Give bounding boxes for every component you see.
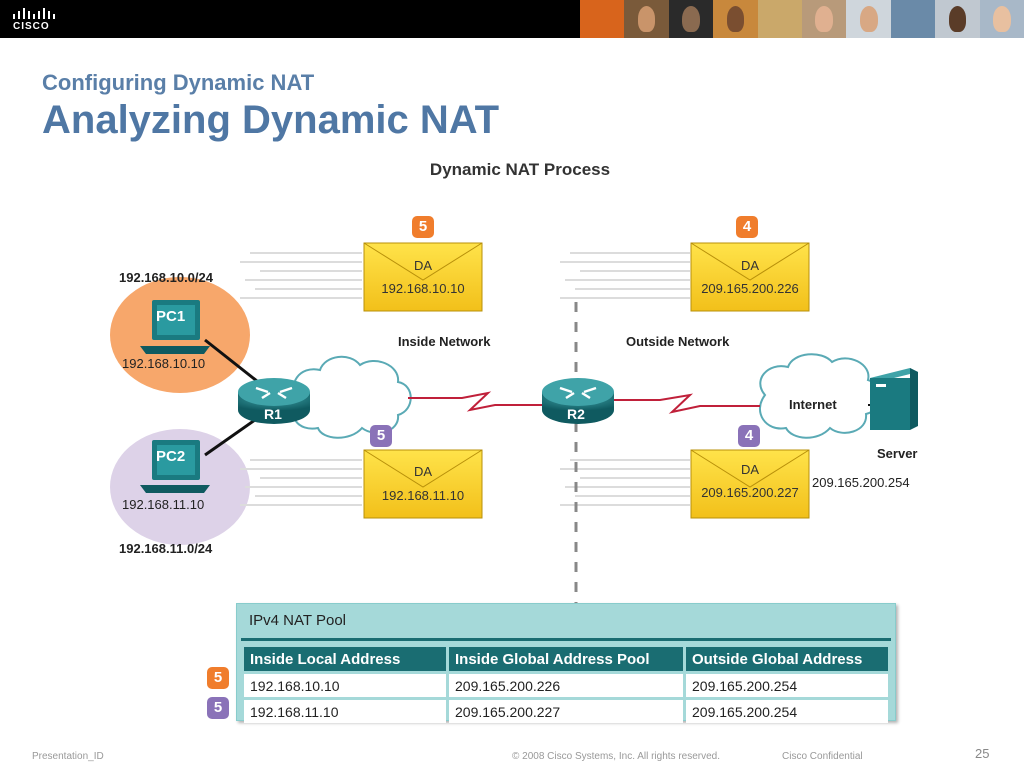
slide-subtitle: Configuring Dynamic NAT (42, 70, 315, 95)
envelope-icon (363, 242, 483, 312)
envelope-address: 192.168.11.10 (381, 488, 465, 503)
banner-photo (580, 0, 625, 38)
nat-pool-divider (241, 638, 891, 641)
pc1-ip: 192.168.10.10 (122, 356, 206, 371)
inside-cloud (292, 355, 412, 439)
column-header: Inside Local Address (244, 647, 446, 671)
outside-network-label: Outside Network (626, 334, 730, 349)
table-row: 192.168.11.10 209.165.200.227 209.165.20… (244, 700, 888, 723)
step-badge: 4 (736, 216, 758, 238)
r2-internet-serial-link (610, 393, 760, 414)
pc1-name: PC1 (156, 308, 186, 325)
server-icon (870, 368, 918, 430)
router-r1-icon (238, 378, 310, 424)
banner-photo (979, 0, 1024, 38)
top-banner: CISCO (0, 0, 1024, 38)
banner-photo (668, 0, 714, 38)
banner-photo (624, 0, 669, 38)
server-label: Server (877, 446, 918, 461)
nat-pool-table: Inside Local Address Inside Global Addre… (241, 644, 891, 726)
table-cell: 209.165.200.227 (449, 700, 683, 723)
internet-label: Internet (789, 397, 837, 412)
banner-photo-strip (580, 0, 1024, 38)
inside-network-label: Inside Network (398, 334, 491, 349)
nat-pool-title: IPv4 NAT Pool (249, 612, 346, 629)
pc2-ip: 192.168.11.10 (122, 497, 205, 512)
pc1-computer-icon (140, 300, 210, 354)
cisco-logo: CISCO (10, 6, 70, 34)
footer-copyright: © 2008 Cisco Systems, Inc. All rights re… (512, 751, 721, 762)
router-r2-icon (542, 378, 614, 424)
step-badge: 5 (412, 216, 434, 238)
pc2-computer-icon (140, 440, 210, 493)
table-cell: 209.165.200.254 (686, 700, 888, 723)
banner-photo (935, 0, 980, 38)
cisco-bars-icon (13, 8, 55, 19)
envelope-icon (690, 242, 810, 312)
envelope-da-label: DA (740, 258, 760, 273)
nat-pool-panel: IPv4 NAT Pool Inside Local Address Insid… (236, 603, 896, 723)
r1-r2-serial-link (408, 391, 545, 412)
footer-confidential: Cisco Confidential (782, 751, 863, 762)
page-number: 25 (975, 746, 990, 761)
banner-photo (846, 0, 891, 38)
step-badge: 5 (207, 697, 229, 719)
envelope-address: 192.168.10.10 (381, 281, 465, 296)
step-badge: 4 (738, 425, 760, 447)
envelope-icon (690, 449, 810, 519)
pc2-name: PC2 (156, 448, 186, 465)
banner-photo (757, 0, 803, 38)
table-cell: 192.168.10.10 (244, 674, 446, 697)
banner-photo (890, 0, 936, 38)
column-header: Inside Global Address Pool (449, 647, 683, 671)
slide-title: Analyzing Dynamic NAT (42, 98, 500, 142)
table-row: 192.168.10.10 209.165.200.226 209.165.20… (244, 674, 888, 697)
server-ip: 209.165.200.254 (812, 475, 910, 490)
footer-presentation-id: Presentation_ID (32, 751, 104, 762)
subnet-label-bottom: 192.168.11.0/24 (119, 541, 213, 556)
table-cell: 192.168.11.10 (244, 700, 446, 723)
pc1-r1-link (204, 338, 263, 387)
table-cell: 209.165.200.226 (449, 674, 683, 697)
subnet-label-top: 192.168.10.0/24 (119, 270, 213, 285)
r1-label: R1 (264, 406, 282, 422)
r2-label: R2 (567, 406, 585, 422)
pc2-r1-link (204, 413, 263, 457)
envelope-address: 209.165.200.227 (701, 485, 799, 500)
logo-text: CISCO (13, 21, 50, 32)
envelope-da-label: DA (413, 258, 433, 273)
table-cell: 209.165.200.254 (686, 674, 888, 697)
diagram-title: Dynamic NAT Process (429, 160, 611, 179)
envelope-address: 209.165.200.226 (701, 281, 799, 296)
internet-cloud (759, 353, 881, 439)
column-header: Outside Global Address (686, 647, 888, 671)
table-header-row: Inside Local Address Inside Global Addre… (244, 647, 888, 671)
banner-photo (802, 0, 847, 38)
envelope-da-label: DA (740, 462, 760, 477)
step-badge: 5 (207, 667, 229, 689)
envelope-icon (363, 449, 483, 519)
envelope-da-label: DA (413, 464, 433, 479)
motion-lines (240, 252, 690, 506)
banner-photo (713, 0, 758, 38)
step-badge: 5 (370, 425, 392, 447)
